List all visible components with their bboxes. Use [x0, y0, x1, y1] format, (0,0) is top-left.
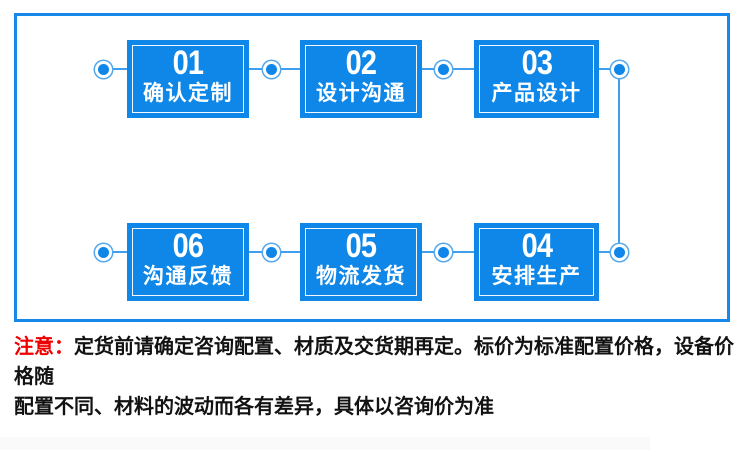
step-number: 01 — [172, 44, 204, 82]
step-number: 05 — [345, 227, 377, 265]
step-number: 06 — [172, 227, 204, 265]
notice-label: 注意： — [14, 336, 74, 358]
step-box-05: 05 物流发货 — [300, 223, 422, 301]
connector-dot-icon — [265, 246, 277, 258]
connector-dot-icon — [437, 246, 449, 258]
step-title: 产品设计 — [491, 82, 582, 105]
step-box-06: 06 沟通反馈 — [127, 223, 249, 301]
step-title: 设计沟通 — [316, 82, 406, 105]
step-title: 物流发货 — [316, 265, 406, 288]
step-number: 02 — [345, 44, 377, 82]
connector-dot-icon — [613, 63, 625, 75]
step-box-02: 02 设计沟通 — [300, 40, 422, 118]
connector-dot-icon — [97, 63, 109, 75]
notice-line2: 配置不同、材料的波动而各有差异，具体以咨询价为准 — [14, 396, 494, 418]
step-title: 安排生产 — [491, 265, 582, 288]
notice-text: 注意：定货前请确定咨询配置、材质及交货期再定。标价为标准配置价格，设备价格随配置… — [14, 332, 740, 422]
connector-dot-icon — [97, 246, 109, 258]
connector-dot-icon — [613, 246, 625, 258]
step-number: 03 — [521, 44, 552, 82]
step-number: 04 — [521, 227, 552, 265]
bottom-divider — [0, 437, 650, 450]
step-box-03: 03 产品设计 — [474, 40, 599, 118]
notice-line1: 定货前请确定咨询配置、材质及交货期再定。标价为标准配置价格，设备价格随 — [14, 336, 734, 388]
step-box-04: 04 安排生产 — [474, 223, 599, 301]
connector-dot-icon — [437, 63, 449, 75]
step-title: 沟通反馈 — [143, 265, 233, 288]
connector-line-vertical — [618, 69, 620, 253]
step-title: 确认定制 — [143, 82, 233, 105]
connector-dot-icon — [265, 63, 277, 75]
step-box-01: 01 确认定制 — [127, 40, 249, 118]
